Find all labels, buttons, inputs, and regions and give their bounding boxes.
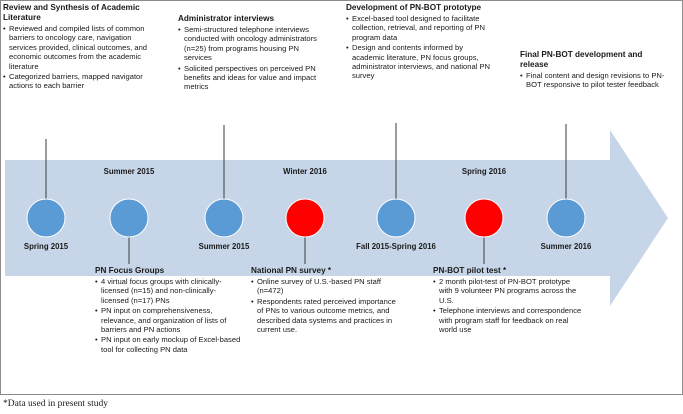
box-title: Development of PN-BOT prototype (346, 3, 482, 12)
box-focus-groups: PN Focus Groups 4 virtual focus groups w… (95, 266, 243, 355)
box-title: Final PN-BOT development and release (520, 50, 643, 69)
bullet-item: Telephone interviews and correspondence … (433, 306, 585, 334)
milestone-circle (546, 198, 586, 238)
milestone-label-spring-2015: Spring 2015 (23, 242, 69, 251)
milestone-circle (285, 198, 325, 238)
milestone-label-summer-2016: Summer 2016 (540, 242, 592, 251)
milestone-label-summer-2015-b: Summer 2015 (198, 242, 250, 251)
bullet-item: Categorized barriers, mapped navigator a… (3, 72, 155, 91)
milestone-label-spring-2016: Spring 2016 (461, 167, 507, 176)
footnote: *Data used in present study (3, 399, 109, 409)
milestone-circle (464, 198, 504, 238)
box-pilot-test: PN-BOT pilot test * 2 month pilot-test o… (433, 266, 585, 335)
bullet-item: Reviewed and compiled lists of common ba… (3, 24, 155, 71)
bullet-item: Semi-structured telephone interviews con… (178, 25, 328, 63)
box-literature-review: Review and Synthesis of Academic Literat… (3, 3, 155, 92)
milestone-circle (204, 198, 244, 238)
connector-lines (45, 123, 567, 264)
milestone-label-winter-2016: Winter 2016 (283, 167, 327, 176)
bullet-item: Online survey of U.S.-based PN staff (n=… (251, 277, 399, 296)
bullet-item: Respondents rated perceived importance o… (251, 297, 399, 335)
bullet-item: Final content and design revisions to PN… (520, 71, 670, 90)
box-national-survey: National PN survey * Online survey of U.… (251, 266, 399, 335)
bullet-item: Solicited perspectives on perceived PN b… (178, 64, 328, 92)
bullet-item: PN input on comprehensiveness, relevance… (95, 306, 243, 334)
milestone-markers (26, 198, 586, 238)
box-final-release: Final PN-BOT development and release Fin… (520, 50, 670, 91)
box-title: Administrator interviews (178, 14, 274, 23)
milestone-label-fall-spring: Fall 2015-Spring 2016 (356, 242, 436, 251)
box-title: National PN survey * (251, 266, 332, 275)
bullet-item: Design and contents informed by academic… (346, 43, 491, 81)
milestone-circle (376, 198, 416, 238)
bullet-item: Excel-based tool designed to facilitate … (346, 14, 491, 42)
box-administrator-interviews: Administrator interviews Semi-structured… (178, 14, 328, 93)
bullet-item: PN input on early mockup of Excel-based … (95, 335, 243, 354)
box-title: Review and Synthesis of Academic Literat… (3, 3, 140, 22)
box-title: PN-BOT pilot test * (433, 266, 507, 275)
bullet-item: 4 virtual focus groups with clinically-l… (95, 277, 243, 305)
milestone-circle (26, 198, 66, 238)
timeline-arrow-shape (5, 130, 668, 306)
box-pn-bot-prototype: Development of PN-BOT prototype Excel-ba… (346, 3, 491, 82)
milestone-label-summer-2015-a: Summer 2015 (103, 167, 155, 176)
box-title: PN Focus Groups (95, 266, 165, 275)
bullet-item: 2 month pilot-test of PN-BOT prototype w… (433, 277, 585, 305)
milestone-circle (109, 198, 149, 238)
